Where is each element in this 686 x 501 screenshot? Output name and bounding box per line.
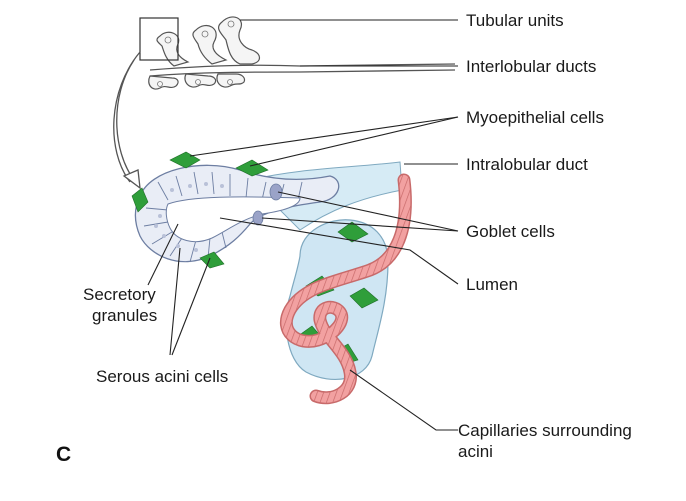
label-intralobular-duct: Intralobular duct	[466, 155, 588, 174]
panel-letter: C	[56, 443, 71, 466]
label-tubular-units: Tubular units	[466, 11, 564, 30]
label-interlobular-ducts: Interlobular ducts	[466, 57, 597, 76]
label-serous-acini-cells: Serous acini cells	[96, 367, 229, 386]
label-lumen: Lumen	[466, 275, 518, 294]
label-secretory-granules-line2: granules	[92, 306, 158, 325]
magnify-box	[139, 17, 179, 61]
label-myoepithelial-cells: Myoepithelial cells	[466, 108, 604, 127]
leader-lines	[147, 19, 459, 431]
lobule-overview	[113, 16, 456, 190]
label-capillaries-line2: acini	[458, 442, 493, 461]
label-secretory-granules-line1: Secretory	[83, 285, 156, 304]
label-capillaries-line1: Capillaries surrounding	[458, 421, 632, 440]
acinus-diagram	[131, 151, 412, 405]
label-goblet-cells: Goblet cells	[466, 222, 555, 241]
